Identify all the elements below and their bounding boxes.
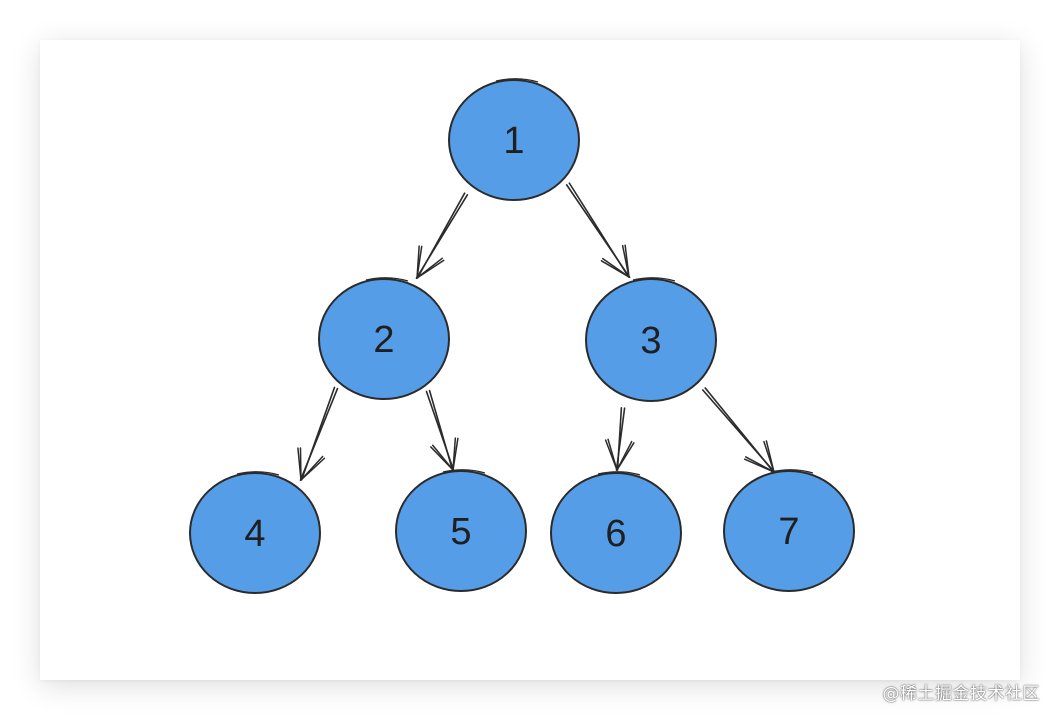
node-circle [585, 278, 717, 402]
arrowhead-stroke [416, 245, 420, 279]
tree-node-2: 2 [318, 277, 450, 400]
arrowhead-stroke [416, 259, 445, 279]
node-circle [448, 79, 580, 201]
arrowhead-stroke [604, 439, 618, 471]
node-label: 5 [450, 511, 471, 553]
node-circle [723, 470, 855, 592]
node-sketch-stroke [365, 277, 409, 282]
arrowhead-stroke [616, 442, 635, 471]
arrowhead-stroke [300, 457, 326, 481]
arrowhead-stroke [743, 458, 775, 473]
tree-node-3: 3 [585, 277, 717, 402]
node-sketch-stroke [442, 469, 486, 474]
watermark-text: @稀土掘金技术社区 [882, 684, 1040, 704]
tree-node-6: 6 [550, 471, 682, 594]
arrowhead-stroke [765, 440, 775, 473]
edge-1-3-arrow [565, 182, 631, 279]
edge-shaft [565, 184, 631, 279]
node-label: 1 [503, 120, 524, 162]
node-circle [189, 472, 321, 594]
node-sketch-stroke [770, 469, 814, 474]
arrowhead-stroke [430, 446, 454, 471]
tree-node-7: 7 [723, 469, 855, 592]
node-label: 6 [605, 513, 626, 555]
node-sketch-stroke [495, 78, 539, 83]
tree-nodes: 1 2 3 4 5 6 7 [189, 78, 855, 594]
edge-2-5-arrow [425, 389, 459, 471]
node-sketch-stroke [632, 277, 676, 282]
edge-shaft [616, 407, 623, 471]
node-label: 7 [778, 511, 799, 553]
edge-shaft [701, 389, 776, 474]
tree-node-4: 4 [189, 471, 321, 594]
arrowhead-stroke [297, 447, 302, 481]
node-circle [395, 470, 527, 592]
node-sketch-stroke [236, 471, 280, 476]
tree-edges [297, 182, 776, 481]
tree-node-1: 1 [448, 78, 580, 201]
edge-shaft [425, 390, 455, 471]
node-label: 3 [640, 320, 661, 362]
edge-2-4-arrow [297, 386, 339, 481]
edge-3-7-arrow [701, 387, 776, 474]
arrowhead-stroke [452, 437, 459, 471]
node-label: 2 [373, 319, 394, 361]
arrowhead-stroke [600, 260, 630, 278]
node-sketch-stroke [597, 471, 641, 476]
node-label: 4 [244, 513, 265, 555]
edge-3-6-arrow [604, 407, 635, 471]
node-circle [550, 472, 682, 594]
tree-node-5: 5 [395, 469, 527, 592]
arrowhead-stroke [624, 244, 630, 278]
node-circle [318, 278, 450, 400]
edge-shaft [416, 192, 466, 279]
edge-shaft [300, 386, 336, 481]
edge-1-2-arrow [415, 192, 469, 280]
